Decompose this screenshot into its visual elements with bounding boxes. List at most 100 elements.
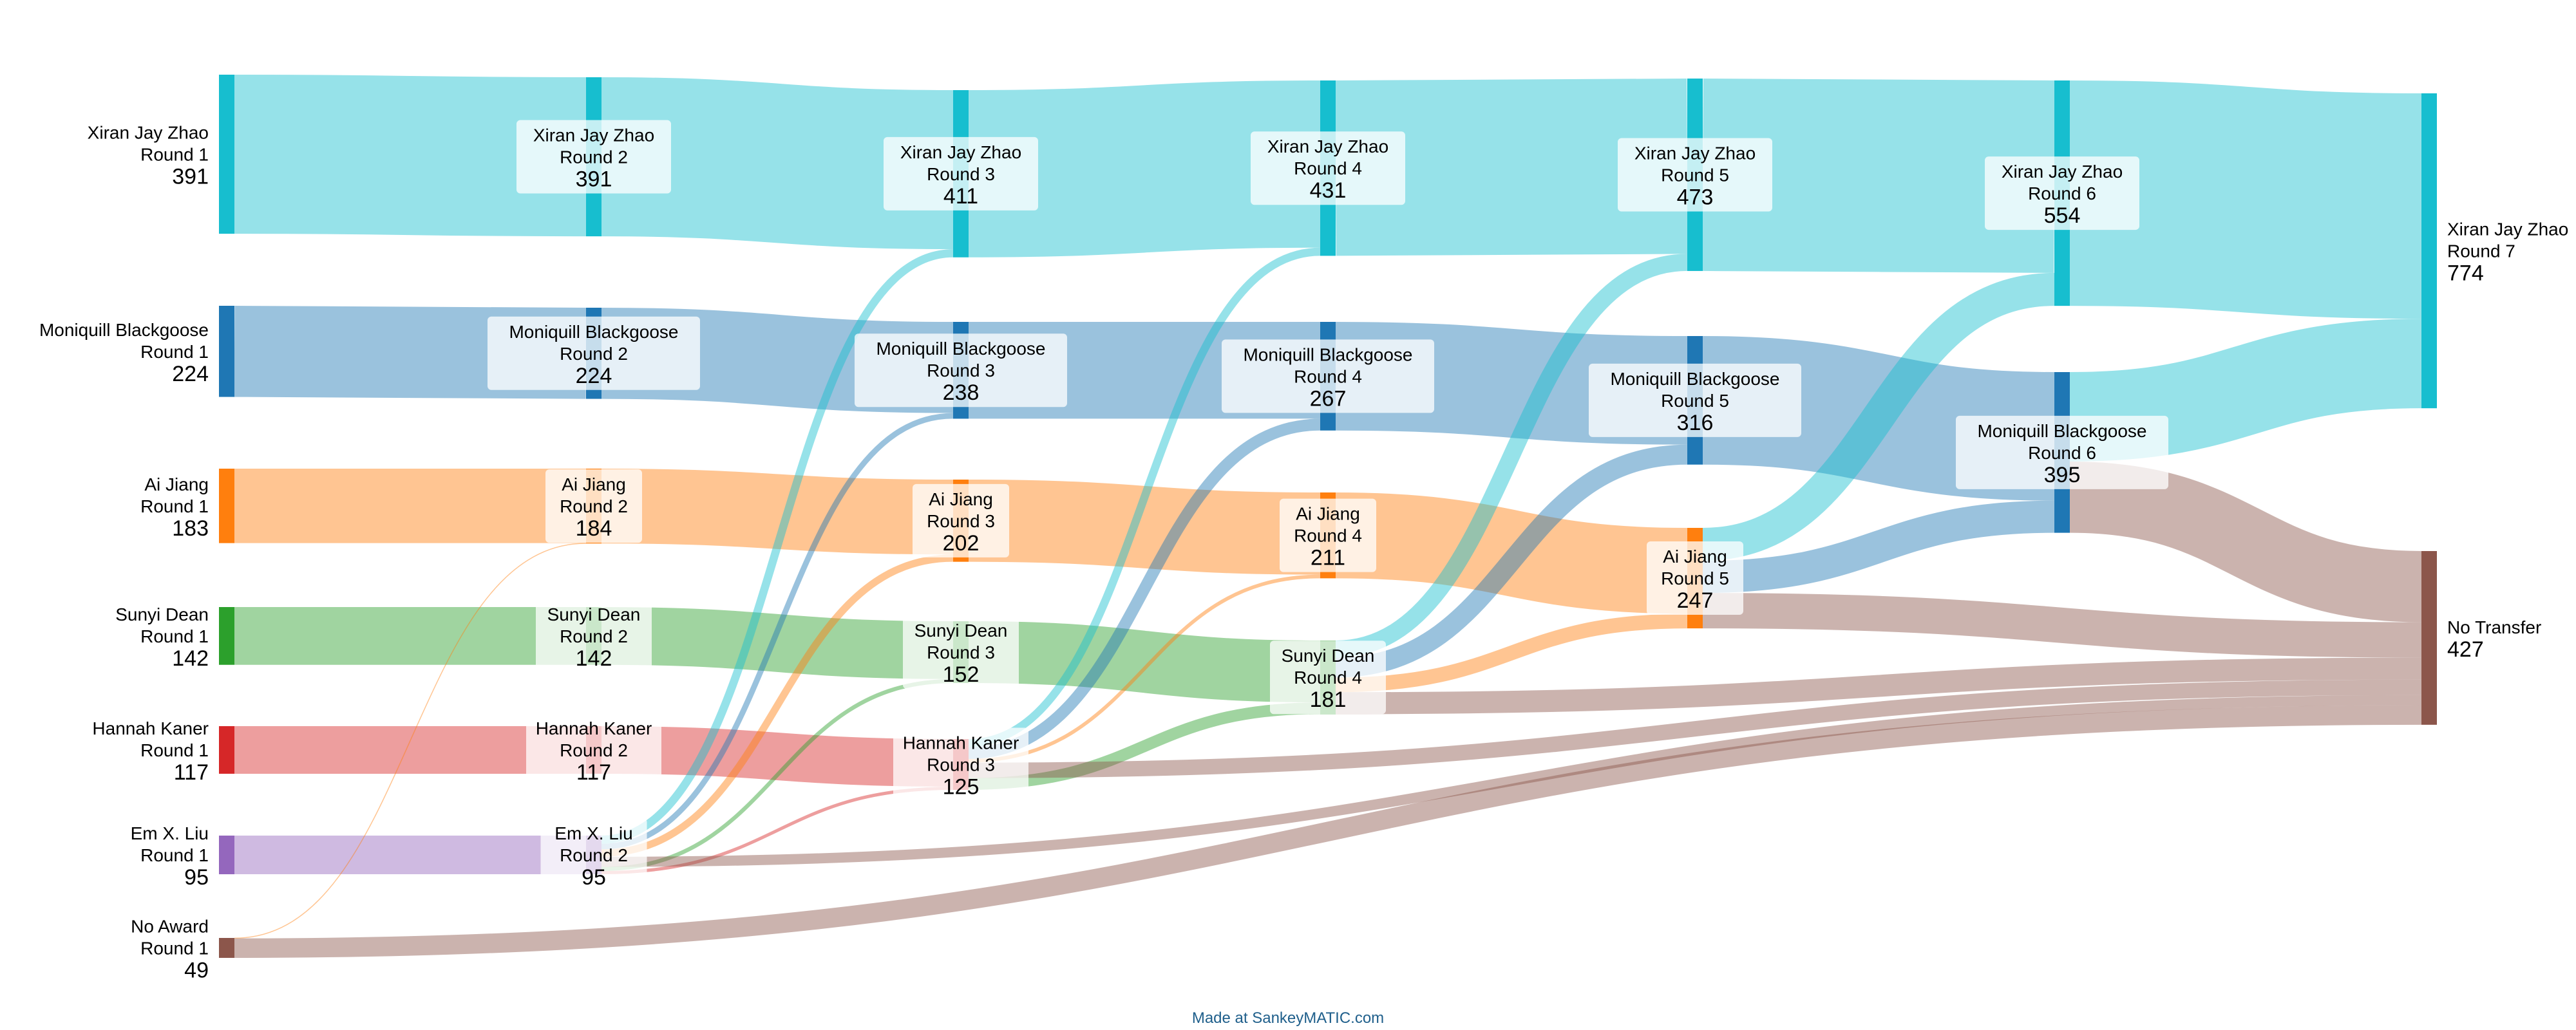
link-aj5-to-mb6[interactable] <box>1702 500 2055 594</box>
link-hk3-to-xjz4[interactable] <box>968 247 1321 747</box>
link-el2-to-mb3[interactable] <box>601 413 954 850</box>
link-hk2-to-hk3[interactable] <box>601 726 954 787</box>
node-round: Round 4 <box>1294 158 1362 178</box>
link-sd2-to-sd3[interactable] <box>601 607 954 679</box>
label-backdrop <box>903 615 1019 689</box>
link-na1-to-nt[interactable] <box>234 705 2422 958</box>
node-value: 224 <box>172 362 209 386</box>
label-backdrop <box>540 818 647 892</box>
link-aj5-to-xjz6[interactable] <box>1702 272 2055 561</box>
node-round: Round 5 <box>1661 568 1729 588</box>
label-backdrop <box>1956 415 2168 489</box>
label-backdrop <box>545 469 642 543</box>
node-round: Round 3 <box>927 360 995 380</box>
node-value: 411 <box>943 184 978 209</box>
link-el2-to-xjz3[interactable] <box>601 249 954 844</box>
node-value: 391 <box>576 167 612 192</box>
link-hk3-to-nt[interactable] <box>968 679 2422 778</box>
label-backdrop <box>1589 363 1801 437</box>
node-round: Round 6 <box>2028 443 2096 463</box>
label-backdrop <box>516 120 671 194</box>
node-no-award-round-1[interactable] <box>219 938 234 958</box>
node-round: Round 2 <box>560 740 628 760</box>
node-value: 95 <box>582 865 606 890</box>
link-el2-to-hk3[interactable] <box>601 786 954 875</box>
label-backdrop <box>884 136 1038 211</box>
node-name: Em X. Liu <box>554 823 632 843</box>
link-aj3-to-aj4[interactable] <box>968 480 1321 575</box>
link-hk3-to-aj4[interactable] <box>968 574 1321 763</box>
link-hk3-to-sd4[interactable] <box>968 702 1321 791</box>
link-aj4-to-aj5[interactable] <box>1335 492 1688 614</box>
node-value: 184 <box>576 516 612 541</box>
link-el2-to-nt[interactable] <box>601 695 2422 867</box>
link-aj2-to-aj3[interactable] <box>601 469 954 555</box>
label-backdrop <box>893 727 1028 801</box>
node-em-x-liu-round-1[interactable] <box>219 836 234 875</box>
link-na1-to-aj2[interactable] <box>234 543 587 939</box>
label-backdrop <box>1280 498 1376 572</box>
node-value: 554 <box>2044 203 2081 228</box>
link-mb6-to-nt[interactable] <box>2069 462 2422 623</box>
link-hk3-to-mb4[interactable] <box>968 418 1321 759</box>
link-sd4-to-xjz5[interactable] <box>1335 254 1688 658</box>
node-round: Round 3 <box>927 755 995 775</box>
node-ai-jiang-round-1[interactable] <box>219 469 234 543</box>
node-name: Moniquill Blackgoose <box>1977 421 2146 441</box>
node-value: 142 <box>576 646 612 671</box>
node-name: Xiran Jay Zhao <box>2447 220 2568 239</box>
node-name: Ai Jiang <box>929 489 993 509</box>
node-round: Round 7 <box>2447 241 2515 261</box>
link-aj5-to-nt[interactable] <box>1702 593 2422 658</box>
node-sunyi-dean-round-1[interactable] <box>219 607 234 665</box>
link-sd4-to-mb5[interactable] <box>1335 444 1688 678</box>
label-backdrop <box>1985 156 2139 230</box>
node-name: Hannah Kaner <box>536 718 652 738</box>
node-name: Sunyi Dean <box>547 604 641 624</box>
node-round: Round 2 <box>560 147 628 167</box>
node-name: Xiran Jay Zhao <box>900 142 1021 162</box>
node-name: Ai Jiang <box>562 474 626 494</box>
node-value: 117 <box>174 760 209 785</box>
node-value: 152 <box>943 662 980 687</box>
node-name: Sunyi Dean <box>115 604 209 624</box>
node-round: Round 5 <box>1661 391 1729 411</box>
link-mb6-to-xjz7[interactable] <box>2069 319 2422 462</box>
node-round: Round 1 <box>140 740 209 760</box>
node-moniquill-blackgoose-round-1[interactable] <box>219 306 234 397</box>
node-round: Round 6 <box>2028 183 2096 203</box>
node-round: Round 4 <box>1294 366 1362 386</box>
node-round: Round 1 <box>140 626 209 646</box>
link-el2-to-sd3[interactable] <box>601 679 954 871</box>
node-round: Round 2 <box>560 845 628 865</box>
node-xiran-jay-zhao-round-1[interactable] <box>219 75 234 234</box>
link-sd4-to-aj5[interactable] <box>1335 613 1688 693</box>
link-el2-to-aj3[interactable] <box>601 554 954 857</box>
node-round: Round 5 <box>1661 165 1729 185</box>
node-round: Round 3 <box>927 642 995 662</box>
node-round: Round 3 <box>927 164 995 184</box>
link-sd4-to-nt[interactable] <box>1335 657 2422 715</box>
node-hannah-kaner-round-1[interactable] <box>219 726 234 774</box>
label-backdrop <box>1251 131 1405 205</box>
node-name: Moniquill Blackgoose <box>39 320 209 340</box>
node-no-transfer-final[interactable] <box>2421 551 2437 725</box>
link-sd3-to-sd4[interactable] <box>968 621 1321 703</box>
node-xiran-jay-zhao-round-7[interactable] <box>2421 93 2437 409</box>
node-name: Moniquill Blackgoose <box>876 339 1045 359</box>
sankeymatic-credit[interactable]: Made at SankeyMATIC.com <box>1191 1009 1385 1027</box>
node-name: Em X. Liu <box>131 823 209 843</box>
